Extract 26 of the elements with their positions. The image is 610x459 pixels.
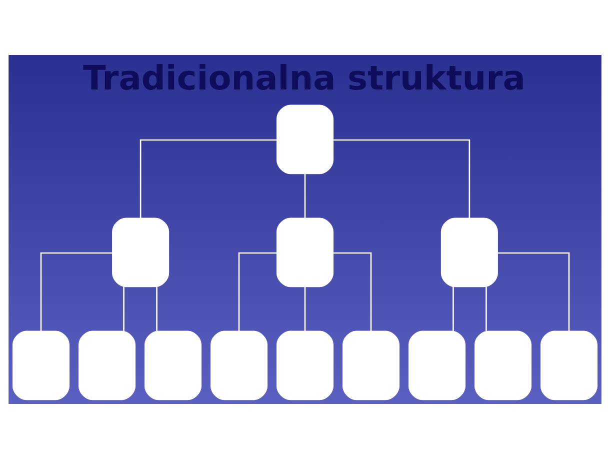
node-box [144, 330, 202, 400]
node-box [78, 330, 136, 400]
connector [123, 286, 124, 331]
connector [486, 286, 487, 331]
node-box [12, 330, 70, 400]
node-box [210, 330, 268, 400]
node-box [276, 104, 334, 174]
connector [498, 252, 570, 332]
node-box [342, 330, 400, 400]
node-box [408, 330, 466, 400]
node-box [540, 330, 598, 400]
connector [40, 252, 112, 332]
connector [140, 139, 277, 218]
node-box [276, 218, 334, 288]
connector [332, 252, 372, 332]
node-box [440, 218, 498, 288]
node-box [276, 330, 334, 400]
connector [304, 286, 306, 331]
node-box [474, 330, 532, 400]
node-box [112, 218, 170, 288]
connector [238, 252, 278, 332]
connector [452, 286, 454, 331]
connector [156, 286, 158, 331]
connector [304, 174, 306, 218]
connector [333, 139, 470, 218]
diagram-title: Tradicionalna struktura [82, 58, 526, 98]
